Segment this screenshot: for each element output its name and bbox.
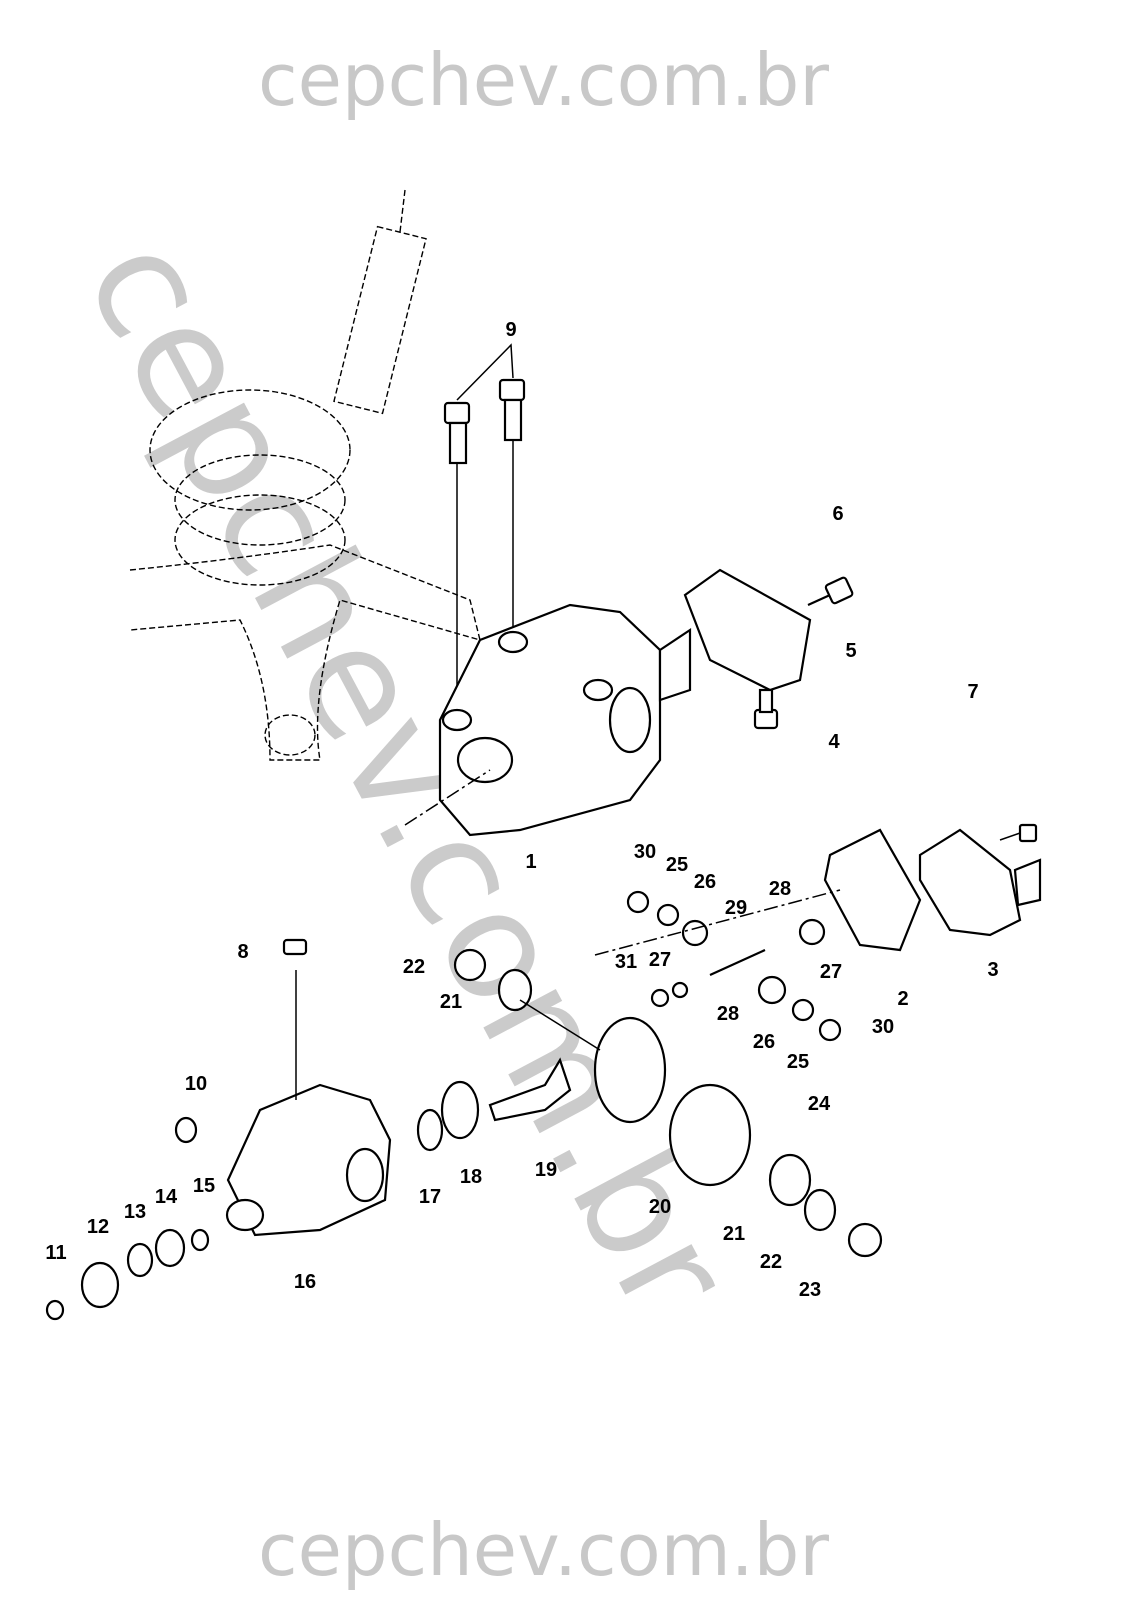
callout-9: 9: [505, 319, 516, 341]
callout-17: 17: [419, 1186, 441, 1208]
callout-8: 8: [237, 941, 248, 963]
callout-6: 6: [832, 503, 843, 525]
callout-27: 27: [820, 961, 842, 983]
callout-7: 7: [967, 681, 978, 703]
callout-27b: 27: [649, 949, 671, 971]
part-5-mount: [683, 568, 854, 730]
callout-1: 1: [525, 851, 536, 873]
callout-31: 31: [615, 951, 637, 973]
part-16-housing: [225, 938, 392, 1237]
callout-25: 25: [666, 854, 688, 876]
watermark-bottom: cepchev.com.br: [258, 1508, 829, 1592]
callout-2: 2: [897, 988, 908, 1010]
callout-10: 10: [185, 1073, 207, 1095]
suspension-ghost: [129, 189, 481, 761]
callout-25b: 25: [787, 1051, 809, 1073]
callout-13: 13: [124, 1201, 146, 1223]
watermark-top: cepchev.com.br: [258, 38, 829, 122]
callout-3: 3: [987, 959, 998, 981]
callout-21: 21: [440, 991, 462, 1013]
pinion-and-ring-gear: [416, 948, 883, 1258]
callout-5: 5: [845, 640, 856, 662]
callout-19: 19: [535, 1159, 557, 1181]
pinion-flange-parts: [45, 1116, 210, 1321]
callout-26b: 26: [753, 1031, 775, 1053]
callout-18: 18: [460, 1166, 482, 1188]
callout-labels: 9 6 5 4 7 1 30 25 26 28 29 27 3 2 8 22 2…: [45, 319, 998, 1301]
callout-30: 30: [634, 841, 656, 863]
callout-4: 4: [828, 731, 840, 753]
callout-20: 20: [649, 1196, 671, 1218]
callout-15: 15: [193, 1175, 215, 1197]
part-1-differential-housing: [404, 603, 692, 837]
callout-22: 22: [403, 956, 425, 978]
callout-11: 11: [45, 1242, 66, 1264]
callout-23: 23: [799, 1279, 821, 1301]
part-9-bolts: [443, 343, 526, 715]
callout-12: 12: [87, 1216, 109, 1238]
callout-28b: 28: [717, 1003, 739, 1025]
callout-21b: 21: [723, 1223, 745, 1245]
callout-14: 14: [155, 1186, 178, 1208]
part-3-cover: [823, 823, 1042, 952]
callout-16: 16: [294, 1271, 316, 1293]
callout-28: 28: [769, 878, 791, 900]
side-gears-and-shaft: [594, 889, 842, 1042]
callout-29: 29: [725, 897, 747, 919]
callout-26: 26: [694, 871, 716, 893]
callout-22b: 22: [760, 1251, 782, 1273]
callout-24: 24: [808, 1093, 831, 1115]
callout-30b: 30: [872, 1016, 894, 1038]
